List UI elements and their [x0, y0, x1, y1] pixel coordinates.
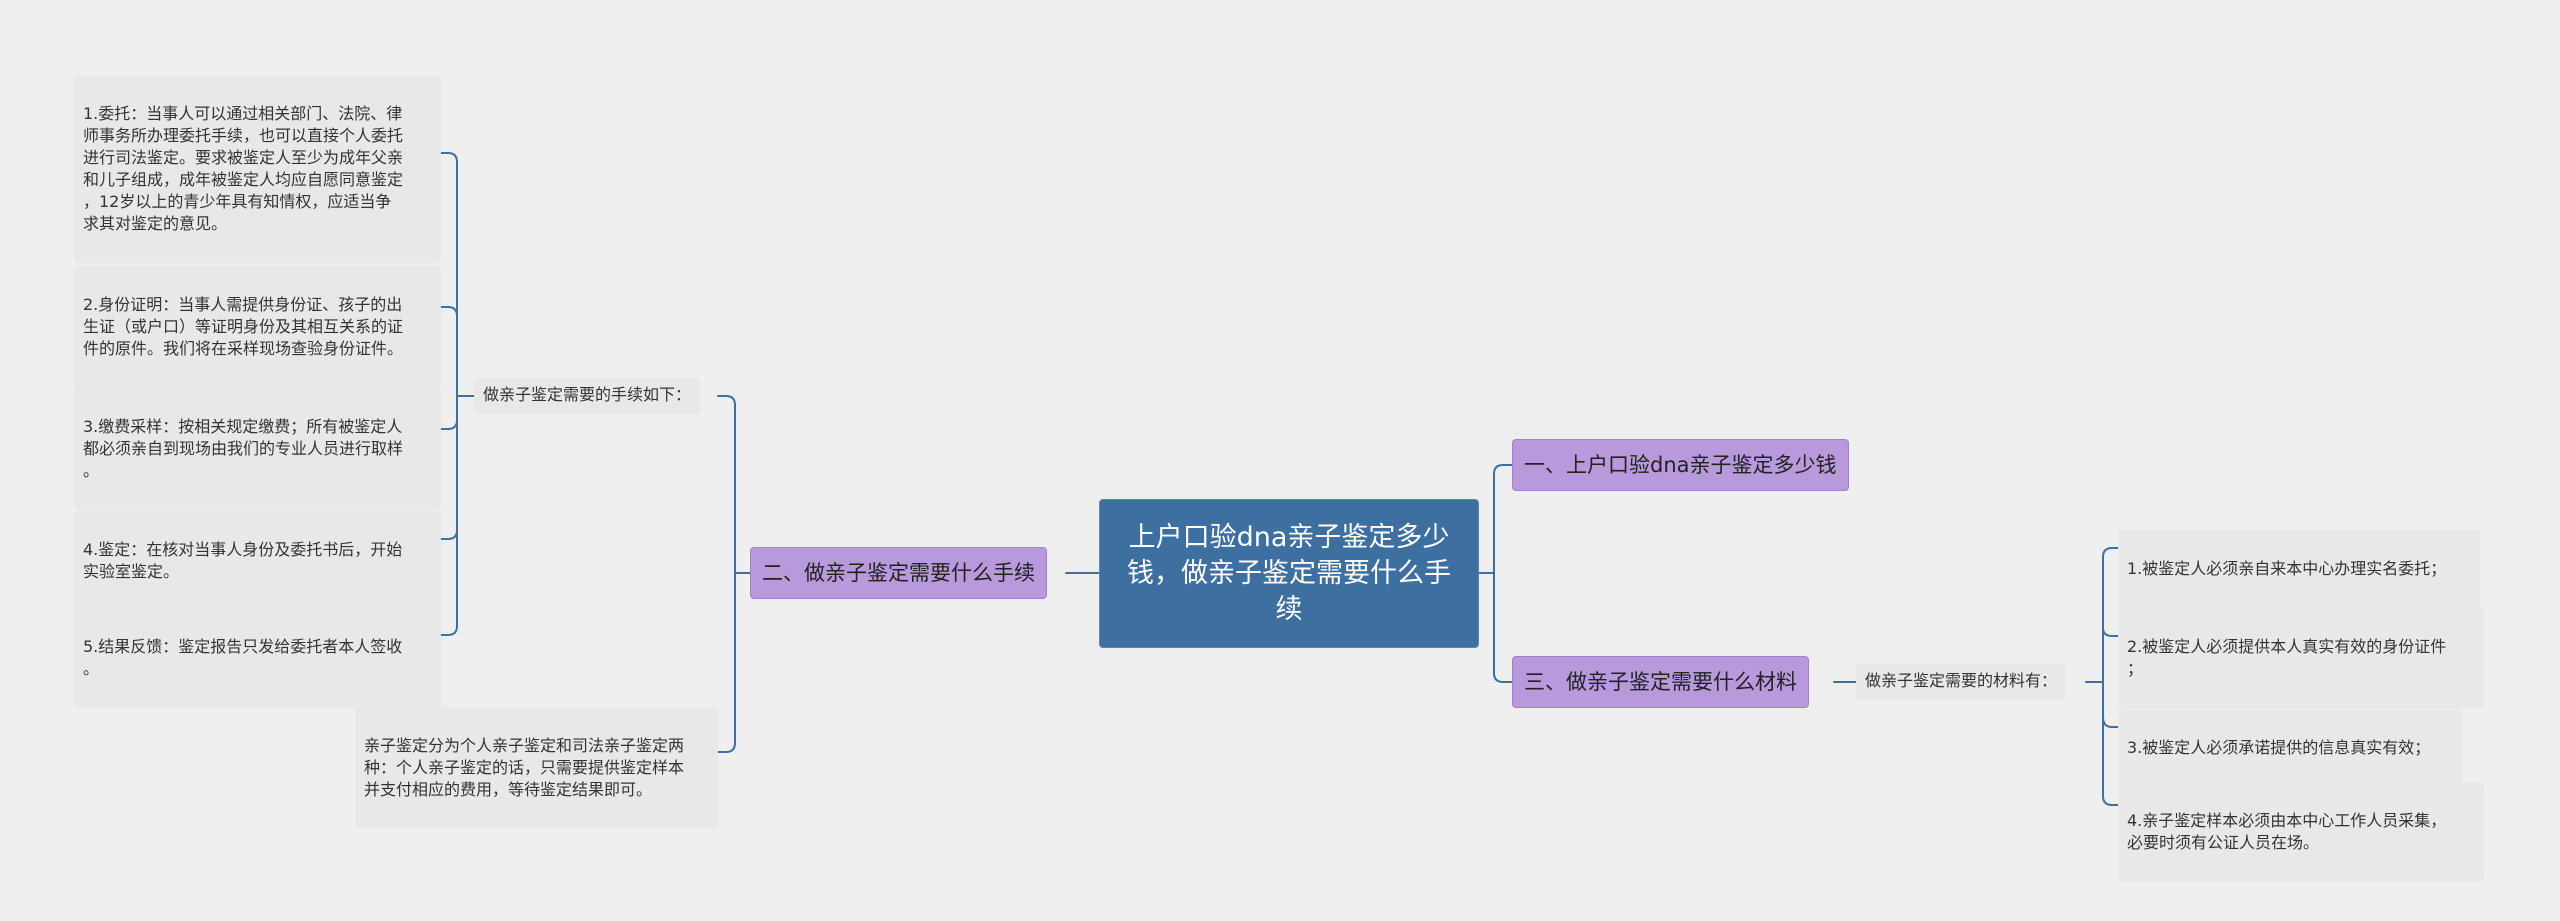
connector-materials-items: [2085, 547, 2119, 806]
procedure-step-5[interactable]: 5.结果反馈：鉴定报告只发给委托者本人签收 。: [74, 608, 441, 708]
root-topic-text: 上户口验dna亲子鉴定多少钱，做亲子鉴定需要什么手续: [1127, 521, 1451, 625]
material-item-2[interactable]: 2.被鉴定人必须提供本人真实有效的身份证件 ；: [2118, 608, 2484, 708]
procedure-step-1[interactable]: 1.委托：当事人可以通过相关部门、法院、律 师事务所办理委托手续，也可以直接个人…: [74, 75, 441, 263]
branch-materials[interactable]: 三、做亲子鉴定需要什么材料: [1512, 656, 1809, 708]
procedure-step-2[interactable]: 2.身份证明：当事人需提供身份证、孩子的出 生证（或户口）等证明身份及其相互关系…: [74, 266, 441, 388]
connector-branch2-children: [717, 395, 751, 753]
material-item-1[interactable]: 1.被鉴定人必须亲自来本中心办理实名委托；: [2118, 530, 2480, 608]
root-topic[interactable]: 上户口验dna亲子鉴定多少钱，做亲子鉴定需要什么手续: [1099, 499, 1479, 648]
connector-steps: [440, 152, 475, 636]
procedure-step-4[interactable]: 4.鉴定：在核对当事人身份及委托书后，开始 实验室鉴定。: [74, 511, 441, 611]
materials-subtopic[interactable]: 做亲子鉴定需要的材料有：: [1856, 664, 2067, 700]
procedures-subtopic[interactable]: 做亲子鉴定需要的手续如下：: [474, 378, 701, 414]
material-item-4[interactable]: 4.亲子鉴定样本必须由本中心工作人员采集， 必要时须有公证人员在场。: [2118, 782, 2484, 882]
procedure-step-3[interactable]: 3.缴费采样：按相关规定缴费；所有被鉴定人 都必须亲自到现场由我们的专业人员进行…: [74, 388, 441, 510]
material-item-3[interactable]: 3.被鉴定人必须承诺提供的信息真实有效；: [2118, 709, 2462, 787]
connector-root-right: [1478, 464, 1513, 683]
procedures-note[interactable]: 亲子鉴定分为个人亲子鉴定和司法亲子鉴定两 种：个人亲子鉴定的话，只需要提供鉴定样…: [355, 707, 718, 829]
branch-cost[interactable]: 一、上户口验dna亲子鉴定多少钱: [1512, 439, 1849, 491]
branch-procedures[interactable]: 二、做亲子鉴定需要什么手续: [750, 547, 1047, 599]
